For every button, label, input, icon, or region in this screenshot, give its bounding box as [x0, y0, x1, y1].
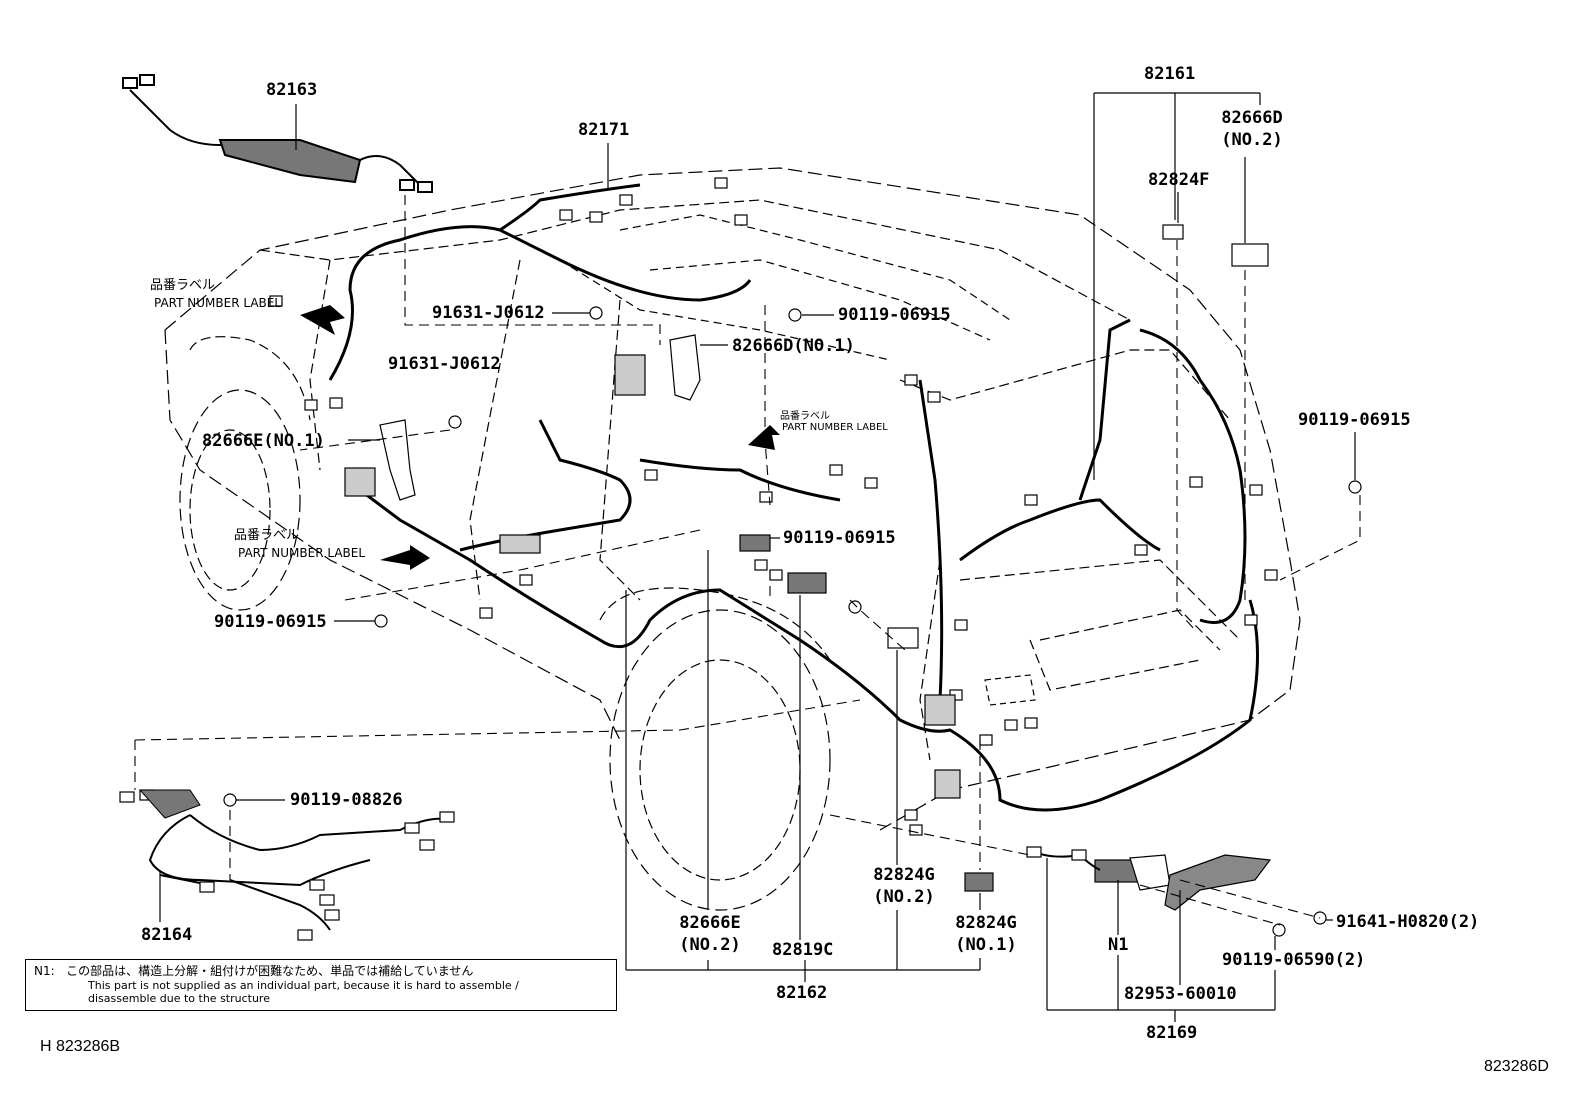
- harness-82164: [148, 814, 451, 931]
- connector-82666e-no2: [739, 534, 771, 552]
- label-90119-06590[interactable]: 90119-06590(2): [1222, 950, 1366, 970]
- bracket-82666d-no2: [1231, 243, 1269, 267]
- label-82666d-no1[interactable]: 82666D(NO.1): [732, 336, 855, 356]
- label-82666d-no2[interactable]: 82666D (NO.2): [1214, 107, 1290, 151]
- label-82819c[interactable]: 82819C: [772, 940, 834, 960]
- label-82161[interactable]: 82161: [1144, 64, 1196, 84]
- block-82824g-no2: [887, 627, 919, 649]
- label-82824g-no2-suffix: (NO.2): [873, 887, 935, 907]
- label-82666e-no1[interactable]: 82666E(NO.1): [202, 431, 325, 451]
- part-number-label-jp-3: 品番ラベル: [234, 528, 300, 543]
- label-82163[interactable]: 82163: [266, 80, 318, 100]
- label-82162[interactable]: 82162: [776, 983, 828, 1003]
- note-tag: N1:: [34, 964, 55, 978]
- note-en-line1: This part is not supplied as an individu…: [88, 979, 519, 992]
- supply-note-box: N1: この部品は、構造上分解・組付けが困難なため、単品では補給していません T…: [25, 959, 617, 1011]
- part-number-label-en-3: PART NUMBER LABEL: [238, 546, 366, 560]
- label-82824f[interactable]: 82824F: [1148, 170, 1210, 190]
- label-82666d-no2-code: 82666D: [1221, 108, 1283, 128]
- connector-82819c: [787, 572, 827, 594]
- label-90119-06915-left[interactable]: 90119-06915: [214, 612, 327, 632]
- sensor-82169: [1094, 854, 1272, 911]
- note-jp-text: この部品は、構造上分解・組付けが困難なため、単品では補給していません: [66, 964, 474, 978]
- part-number-label-jp-2: 品番ラベル: [780, 411, 830, 422]
- label-82169[interactable]: 82169: [1146, 1023, 1198, 1043]
- label-82164[interactable]: 82164: [141, 925, 193, 945]
- label-82666e-no2-code: 82666E: [679, 913, 741, 933]
- label-82666e-no2[interactable]: 82666E (NO.2): [672, 912, 748, 956]
- clip-82824f: [1162, 224, 1184, 240]
- label-82824g-no1[interactable]: 82824G (NO.1): [948, 912, 1024, 956]
- label-82824g-no2-code: 82824G: [873, 865, 935, 885]
- label-82666d-no2-suffix: (NO.2): [1221, 130, 1283, 150]
- label-91641-h0820[interactable]: 91641-H0820(2): [1336, 912, 1480, 932]
- part-number-label-en-1: PART NUMBER LABEL: [154, 296, 282, 310]
- diagram-code-right: 823286D: [1484, 1058, 1549, 1075]
- label-91631-j0612-top[interactable]: 91631-J0612: [432, 303, 545, 323]
- block-82824g-no1: [964, 872, 994, 892]
- label-90119-06915-center[interactable]: 90119-06915: [783, 528, 896, 548]
- label-90119-08826[interactable]: 90119-08826: [290, 790, 403, 810]
- label-91631-j0612-mid[interactable]: 91631-J0612: [388, 354, 501, 374]
- bracket-82666d-no1: [669, 334, 701, 401]
- label-90119-06915-top[interactable]: 90119-06915: [838, 305, 951, 325]
- label-82953-60010[interactable]: 82953-60010: [1124, 984, 1237, 1004]
- note-jp: N1: この部品は、構造上分解・組付けが困難なため、単品では補給していません: [34, 962, 473, 979]
- label-82171[interactable]: 82171: [578, 120, 630, 140]
- diagram-code-left: H 823286B: [40, 1038, 121, 1055]
- label-n1[interactable]: N1: [1108, 935, 1129, 955]
- label-82666e-no2-suffix: (NO.2): [679, 935, 741, 955]
- label-82824g-no2[interactable]: 82824G (NO.2): [866, 864, 942, 908]
- label-82824g-no1-suffix: (NO.1): [955, 935, 1017, 955]
- note-en-line2: disassemble due to the structure: [88, 992, 270, 1005]
- bracket-82666e-no1: [379, 419, 416, 501]
- harness-82163: [122, 74, 433, 193]
- label-90119-06915-right[interactable]: 90119-06915: [1298, 410, 1411, 430]
- part-number-label-en-2: PART NUMBER LABEL: [782, 422, 888, 433]
- part-number-label-jp-1: 品番ラベル: [150, 278, 216, 293]
- label-82824g-no1-code: 82824G: [955, 913, 1017, 933]
